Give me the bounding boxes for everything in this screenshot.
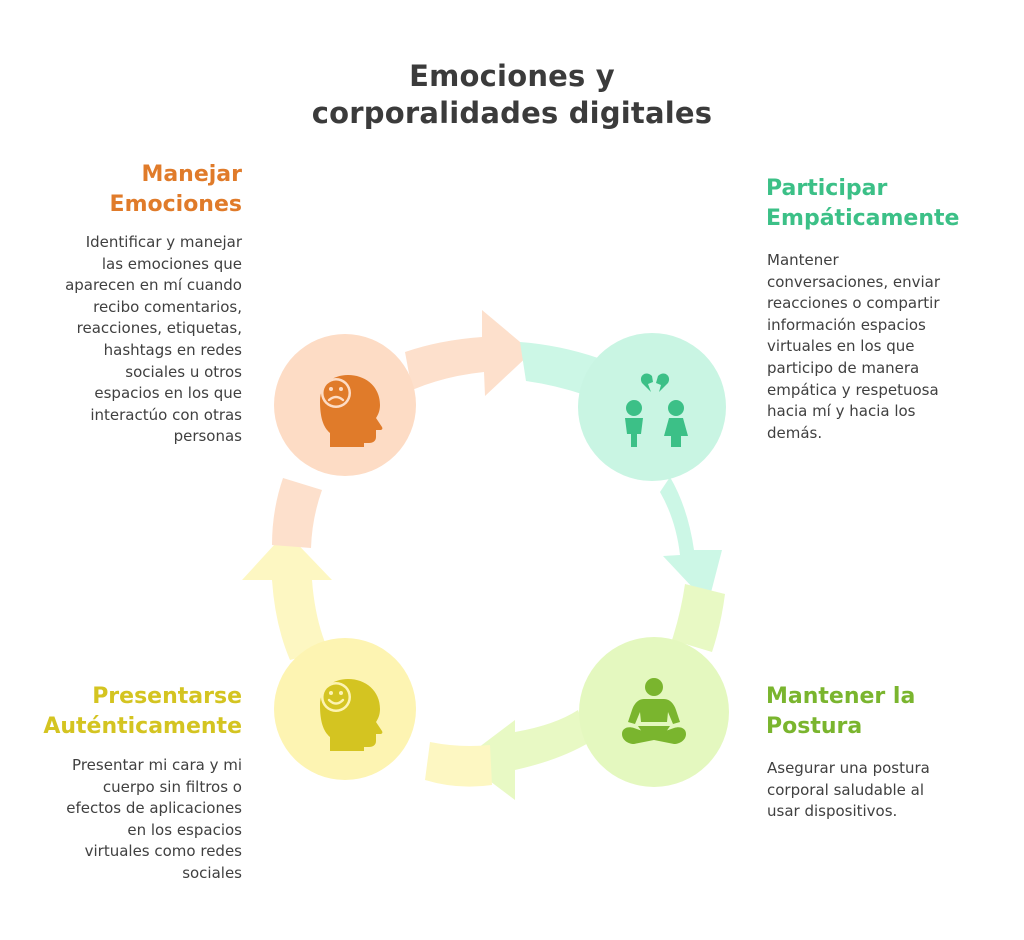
description-line: virtuales en los que (767, 337, 915, 356)
arrow-left (242, 532, 332, 660)
two-people-broken-heart-icon (625, 373, 688, 447)
description-line: hashtags en redes (103, 340, 242, 359)
description-line: Asegurar una postura (767, 759, 930, 777)
heading-line: Participar (766, 176, 888, 201)
description-line: recibo comentarios, (93, 297, 242, 316)
description-line: usar dispositivos. (767, 802, 898, 821)
description-line: interactúo con otras (90, 405, 242, 424)
description-line: demás. (767, 423, 823, 442)
description-line: reacciones, etiquetas, (76, 319, 242, 338)
arrow-left-tail (272, 478, 322, 548)
description-line: virtuales como redes (84, 842, 242, 861)
sad-head-icon (320, 375, 383, 447)
description-line: en los espacios (127, 820, 242, 839)
description-line: Mantener (767, 251, 839, 269)
description-line: hacia mí y hacia los (767, 402, 916, 421)
meditation-icon (622, 678, 686, 744)
description-line: información espacios (767, 315, 926, 334)
description-line: corporal saludable al (767, 780, 925, 799)
description-line: las emociones que (101, 254, 242, 273)
description-line: conversaciones, enviar (767, 272, 941, 291)
description-line: sociales (182, 863, 242, 882)
circle-participar (578, 333, 726, 481)
arrow-bottom-tail (425, 742, 492, 787)
heading-line: Emociones (109, 192, 242, 217)
title-line-1: Emociones y (409, 59, 615, 93)
arrow-right (660, 477, 722, 604)
heading-line: Presentarse (92, 684, 242, 709)
description-line: efectos de aplicaciones (66, 799, 242, 818)
arrow-top (405, 310, 532, 396)
description-line: empática y respetuosa (767, 380, 939, 399)
heading-participar-empaticamente: Participar Empáticamente (766, 174, 959, 234)
description-line: Presentar mi cara y mi (72, 756, 242, 774)
diagram-title: Emociones y corporalidades digitales (262, 58, 762, 132)
description-presentarse-autenticamente: Presentar mi cara y mi cuerpo sin filtro… (66, 755, 242, 885)
description-line: reacciones o compartir (767, 294, 940, 313)
heading-presentarse-autenticamente: Presentarse Auténticamente (43, 682, 242, 742)
description-line: espacios en los que (94, 384, 242, 403)
heading-line: Mantener la (766, 684, 916, 709)
heading-line: Empáticamente (766, 206, 960, 231)
description-line: participo de manera (767, 358, 920, 377)
arrow-bottom (462, 710, 590, 800)
heading-mantener-postura: Mantener la Postura (766, 682, 915, 742)
heading-manejar-emociones: Manejar Emociones (110, 160, 242, 220)
description-manejar-emociones: Identificar y manejar las emociones que … (65, 232, 242, 448)
arrow-top-tail (520, 342, 598, 395)
description-line: Identificar y manejar (85, 233, 242, 251)
description-participar-empaticamente: Mantener conversaciones, enviar reaccion… (767, 250, 940, 444)
description-line: personas (173, 427, 242, 446)
heading-line: Auténticamente (43, 714, 242, 739)
title-line-2: corporalidades digitales (311, 96, 713, 130)
description-line: sociales u otros (125, 362, 242, 381)
description-mantener-postura: Asegurar una postura corporal saludable … (767, 758, 930, 823)
heading-line: Manejar (141, 162, 242, 187)
happy-head-icon (320, 679, 383, 751)
description-line: cuerpo sin filtros o (102, 777, 242, 796)
arrow-right-tail (672, 584, 725, 652)
description-line: aparecen en mí cuando (65, 276, 242, 295)
heading-line: Postura (766, 714, 863, 739)
